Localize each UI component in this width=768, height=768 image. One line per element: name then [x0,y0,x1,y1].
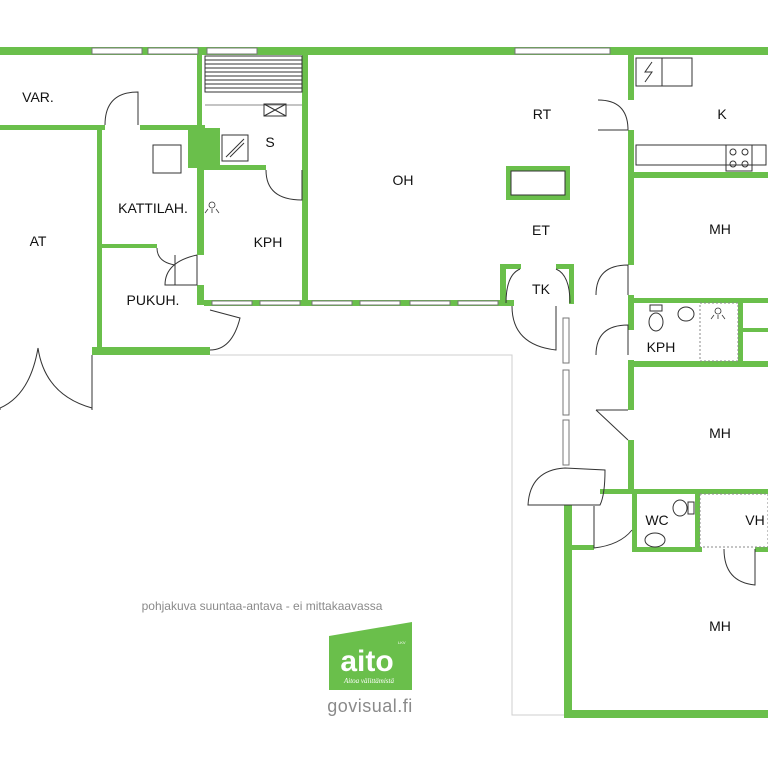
room-label-pukuh: PUKUH. [127,292,180,308]
sauna-bench [204,55,303,106]
heater-icon [263,103,287,117]
room-label-rt: RT [533,106,552,122]
toilet-icon [648,312,664,332]
room-label-tk: TK [532,281,551,297]
fixtures [0,57,768,586]
boiler-icon [152,144,182,174]
windows [91,47,611,466]
walls [0,47,768,718]
room-label-oh: OH [393,172,414,188]
sink-icon [677,306,695,322]
room-label-kph-left: KPH [254,234,283,250]
logo-text: aito [340,645,393,678]
disclaimer-text: pohjakuva suuntaa-antava - ei mittakaava… [142,599,383,613]
stove-icon [725,144,753,172]
terrace-outline [210,354,565,716]
shower-icon [204,201,726,320]
room-label-k: K [717,106,727,122]
room-label-et: ET [532,222,550,238]
aito-logo: aito Aitoa välittämistä LKV [329,622,412,690]
sauna-stove-icon [221,134,249,162]
room-label-mh-3: MH [709,618,731,634]
room-label-wc: WC [645,512,668,528]
logo-tagline: Aitoa välittämistä [343,677,394,685]
logo-mark: LKV [398,640,406,645]
room-label-var: VAR. [22,89,54,105]
kitchen-counter [635,144,767,166]
room-label-mh-1: MH [709,221,731,237]
room-label-s: S [265,134,274,150]
website-text: govisual.fi [327,696,413,716]
room-label-kph-right: KPH [647,339,676,355]
room-label-vh: VH [745,512,764,528]
room-label-at: AT [30,233,47,249]
room-label-kattilah: KATTILAH. [118,200,188,216]
room-label-mh-2: MH [709,425,731,441]
